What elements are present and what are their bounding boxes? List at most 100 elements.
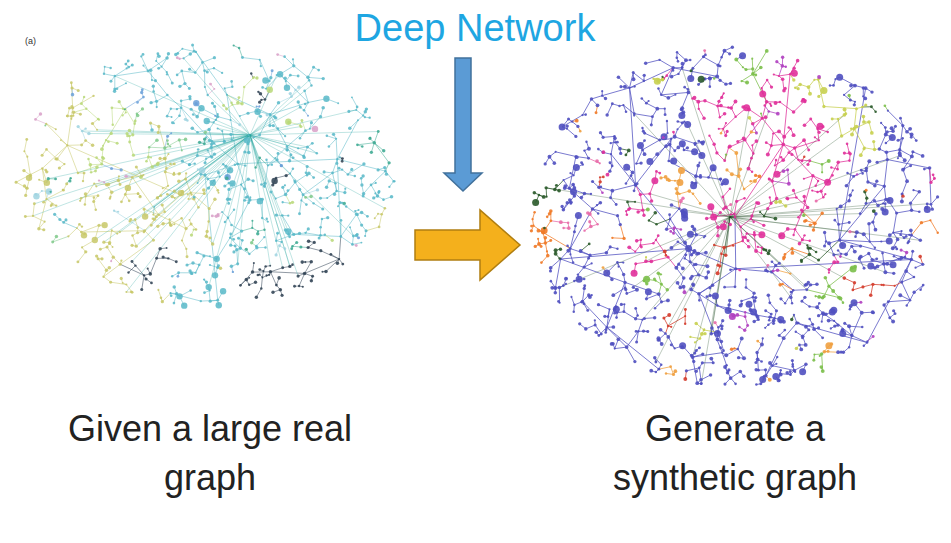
graph-node — [310, 260, 313, 263]
graph-edge — [607, 327, 659, 369]
graph-node — [55, 157, 58, 160]
graph-node — [41, 167, 43, 169]
graph-node — [142, 213, 148, 219]
graph-edge — [182, 241, 186, 249]
graph-node — [356, 106, 359, 109]
graph-node — [15, 181, 18, 184]
graph-node — [24, 215, 27, 218]
graph-node — [110, 132, 113, 135]
graph-node — [111, 229, 113, 231]
graph-edges — [16, 45, 394, 306]
graph-node — [299, 125, 302, 128]
graph-edge — [393, 181, 395, 182]
graph-node — [302, 193, 305, 196]
graph-edge — [852, 313, 862, 336]
graph-node — [331, 172, 334, 175]
graph-node — [239, 247, 242, 250]
graph-node — [81, 246, 83, 248]
graph-node — [198, 105, 204, 111]
graph-node — [83, 172, 86, 175]
graph-node — [348, 126, 352, 130]
graph-node — [278, 244, 281, 247]
graph-node — [177, 271, 180, 274]
graph-node — [192, 113, 195, 116]
graph-edge — [329, 139, 336, 147]
graph-edge — [205, 87, 208, 95]
graph-edge — [214, 68, 222, 73]
graph-node — [317, 69, 320, 72]
graph-node — [181, 150, 183, 152]
graph-node — [167, 52, 170, 55]
graph-node — [304, 232, 306, 234]
graph-node — [152, 90, 155, 93]
hub-edge — [227, 95, 250, 135]
graph-node — [156, 197, 158, 199]
graph-node — [95, 166, 98, 169]
graph-node — [215, 258, 217, 260]
graph-node — [240, 183, 242, 185]
graph-edge — [819, 240, 840, 260]
graph-node — [230, 265, 233, 268]
graph-node — [276, 74, 278, 76]
graph-node — [142, 96, 145, 99]
graph-edge — [270, 268, 282, 272]
graph-node — [81, 225, 83, 227]
graph-edge — [561, 249, 571, 259]
graph-edge — [182, 218, 186, 228]
graph-node — [72, 115, 74, 117]
graph-node — [304, 196, 307, 199]
graph-node — [107, 140, 110, 143]
graph-node — [362, 162, 365, 165]
graph-edge — [766, 338, 784, 376]
graph-node — [205, 230, 208, 233]
graph-node — [185, 248, 187, 250]
graph-node — [45, 198, 47, 200]
graph-node — [204, 86, 206, 88]
graph-edge — [285, 57, 294, 66]
graph-node — [105, 139, 107, 141]
graph-node — [270, 190, 273, 193]
graph-node — [257, 274, 260, 277]
graph-node — [45, 169, 48, 172]
graph-node — [326, 134, 329, 137]
graph-node — [118, 175, 120, 177]
graph-node — [58, 218, 61, 221]
graph-edge — [172, 116, 179, 123]
graph-edge — [157, 197, 158, 198]
graph-node — [245, 278, 249, 282]
graph-node — [377, 213, 379, 215]
graph-edge — [849, 336, 852, 348]
graph-node — [178, 190, 184, 196]
graph-edge — [356, 110, 363, 116]
hub-edge — [250, 135, 288, 231]
graph-edge — [282, 215, 293, 234]
graph-node — [116, 88, 118, 90]
graph-edge — [205, 175, 218, 300]
graph-node — [299, 245, 302, 248]
graph-node — [361, 174, 364, 177]
hub-edge — [184, 58, 250, 135]
graph-node — [103, 73, 105, 75]
graph-node — [175, 260, 178, 263]
graph-node — [190, 192, 192, 194]
graph-node — [132, 154, 135, 157]
graph-node — [105, 268, 108, 271]
graph-node — [60, 139, 62, 141]
graph-edge — [902, 282, 910, 300]
graph-node — [214, 115, 216, 117]
hub-edge — [97, 130, 250, 135]
graph-edge — [98, 119, 100, 121]
graph-node — [254, 166, 256, 168]
graph-node — [202, 254, 205, 257]
graph-node — [71, 93, 75, 97]
graph-node — [217, 171, 220, 174]
graph-node — [261, 276, 263, 278]
graph-node — [262, 270, 264, 272]
graph-node — [108, 266, 112, 270]
graph-node — [84, 139, 87, 142]
graph-node — [263, 185, 266, 188]
graph-node — [219, 176, 221, 178]
graph-node — [131, 234, 134, 237]
graph-edge — [196, 52, 202, 63]
graph-node — [166, 115, 169, 118]
